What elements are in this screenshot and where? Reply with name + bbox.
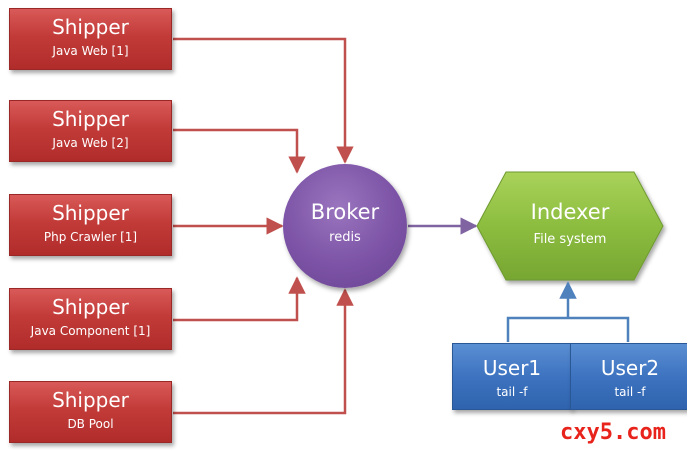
shipper-subtitle: Java Component [1] — [30, 324, 151, 338]
shipper-java-web-2: Shipper Java Web [2] — [9, 100, 172, 162]
shipper-title: Shipper — [52, 295, 129, 319]
shipper-subtitle: DB Pool — [67, 417, 114, 431]
shipper-subtitle: Php Crawler [1] — [43, 230, 138, 244]
connector-shipper-5-to-broker — [173, 288, 354, 415]
broker-subtitle: redis — [329, 230, 361, 245]
user-node-1: User1 tail -f — [452, 343, 572, 410]
shipper-title: Shipper — [52, 15, 129, 39]
shipper-java-web-1: Shipper Java Web [1] — [9, 8, 172, 70]
connector-shipper-2-to-broker — [173, 128, 306, 174]
connector-users-to-indexer — [506, 316, 630, 342]
user-title: User2 — [600, 356, 660, 380]
broker-node: Broker redis — [283, 164, 407, 288]
shipper-title: Shipper — [52, 388, 129, 412]
watermark-text: cxy5.com — [560, 420, 666, 445]
shipper-php-crawler-1: Shipper Php Crawler [1] — [9, 194, 172, 256]
indexer-subtitle: File system — [533, 232, 607, 247]
indexer-hexagon — [476, 171, 664, 281]
connector-shipper-1-to-broker — [173, 37, 354, 164]
connector-shipper-4-to-broker — [173, 276, 306, 322]
shipper-title: Shipper — [52, 107, 129, 131]
user-node-2: User2 tail -f — [570, 343, 687, 410]
user-title: User1 — [482, 356, 542, 380]
user-subtitle: tail -f — [614, 385, 646, 399]
shipper-db-pool: Shipper DB Pool — [9, 381, 172, 443]
shipper-java-component-1: Shipper Java Component [1] — [9, 288, 172, 350]
shipper-title: Shipper — [52, 201, 129, 225]
shipper-subtitle: Java Web [1] — [52, 44, 129, 58]
indexer-title: Indexer — [530, 200, 610, 224]
user-subtitle: tail -f — [496, 385, 528, 399]
shipper-subtitle: Java Web [2] — [52, 136, 129, 150]
indexer-node: Indexer File system — [480, 174, 660, 284]
broker-title: Broker — [310, 200, 380, 224]
